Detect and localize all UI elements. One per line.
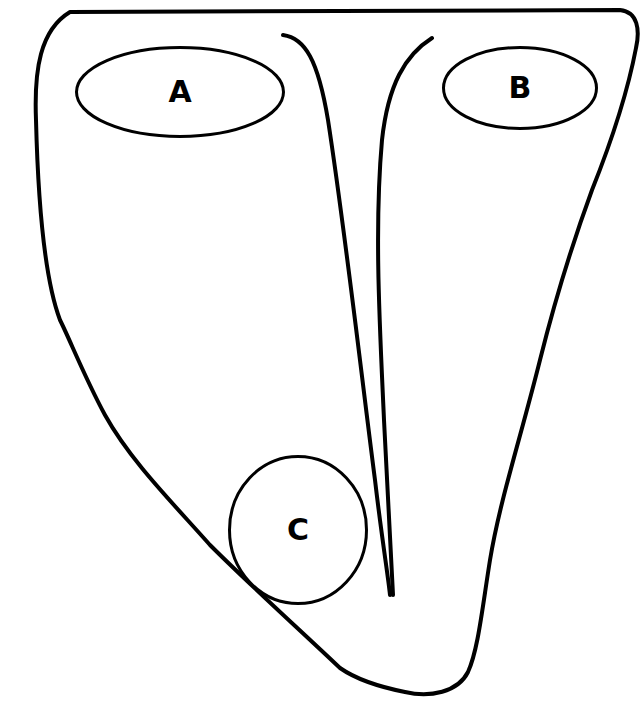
region-letter: A: [168, 77, 191, 107]
ellipse-shape: [444, 48, 597, 129]
region-letter: B: [509, 73, 532, 103]
ellipse-region: B: [442, 46, 598, 130]
ellipse-region: C: [228, 455, 368, 605]
ellipse-region: A: [75, 46, 285, 138]
septum-line: [378, 38, 432, 595]
organ-outline-path: [36, 10, 638, 694]
ellipse-shape: [77, 48, 284, 137]
ellipse-shape: [230, 457, 367, 604]
region-letter: C: [287, 515, 309, 545]
